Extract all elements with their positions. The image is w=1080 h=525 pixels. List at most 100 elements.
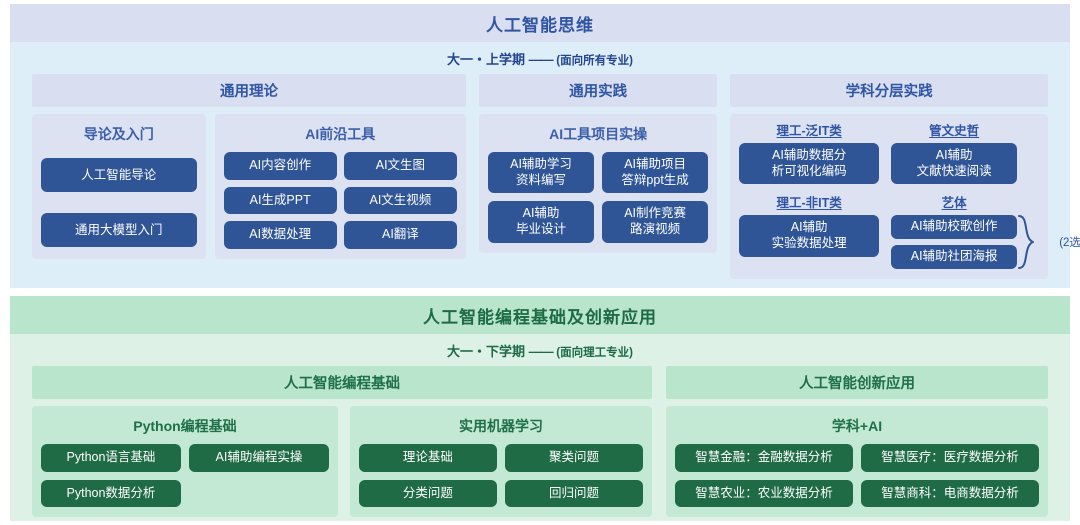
group-ai-frontier-tools: AI前沿工具 AI内容创作 AI文生图 AI生成PPT AI文生视频 AI数据处… bbox=[214, 114, 466, 259]
course-label-line1: AI辅助学习 bbox=[510, 157, 572, 171]
course-chip[interactable]: AI内容创作 bbox=[223, 152, 337, 180]
course-label-line2: 毕业设计 bbox=[516, 221, 567, 236]
semester-label: 大一・下学期 bbox=[447, 344, 526, 359]
group-title-discipline-plus-ai: 学科+AI bbox=[831, 418, 883, 434]
dash-separator: —— bbox=[528, 52, 554, 67]
course-chip[interactable]: AI辅助项目 答辩ppt生成 bbox=[602, 152, 709, 194]
group-title-python-basics: Python编程基础 bbox=[133, 418, 237, 434]
course-label: AI内容创作 bbox=[249, 158, 312, 172]
section-title-ai-thinking: 人工智能思维 bbox=[10, 4, 1070, 42]
course-label: 智慧金融：金融数据分析 bbox=[695, 450, 833, 464]
course-chip[interactable]: 人工智能导论 bbox=[41, 158, 197, 192]
column-header-programming-basics: 人工智能编程基础 bbox=[32, 366, 652, 399]
dash-separator: —— bbox=[528, 344, 554, 359]
course-chip[interactable]: AI制作竞赛 路演视频 bbox=[602, 201, 709, 243]
course-label: 回归问题 bbox=[548, 485, 599, 500]
course-chip[interactable]: Python数据分析 bbox=[41, 479, 181, 508]
section-title-ai-programming: 人工智能编程基础及创新应用 bbox=[10, 296, 1070, 334]
course-label: 分类问题 bbox=[402, 485, 453, 500]
subgroup-label-it: 理工-泛IT类 bbox=[776, 124, 842, 138]
course-chip[interactable]: AI辅助社团海报 bbox=[891, 244, 1018, 269]
course-chip[interactable]: AI辅助 实验数据处理 bbox=[739, 215, 880, 257]
course-label: AI辅助社团海报 bbox=[910, 248, 998, 263]
blue-columns: 通用理论 导论及入门 人工智能导论 通用大模型入门 bbox=[10, 74, 1080, 279]
column-programming-basics: 人工智能编程基础 Python编程基础 Python语言基础 AI辅助编程实操 … bbox=[32, 366, 652, 518]
group-discipline-tiers: 理工-泛IT类 AI辅助数据分 析可视化编码 理工-非IT类 AI辅助 实验数据… bbox=[730, 114, 1080, 279]
course-chip[interactable]: 分类问题 bbox=[358, 479, 497, 508]
course-chip[interactable]: AI翻译 bbox=[343, 221, 457, 249]
arts-choice-group: AI辅助校歌创作 AI辅助社团海报 (2选1 bbox=[891, 214, 1080, 269]
group-title-machine-learning: 实用机器学习 bbox=[458, 418, 543, 434]
course-label: 理论基础 bbox=[402, 450, 453, 464]
course-chip[interactable]: 回归问题 bbox=[504, 479, 643, 508]
subgroup-label-humanities: 管文史哲 bbox=[929, 124, 980, 138]
course-label: AI辅助校歌创作 bbox=[910, 219, 998, 234]
audience-note: (面向所有专业) bbox=[556, 55, 633, 67]
column-innovative-applications: 人工智能创新应用 学科+AI 智慧金融：金融数据分析 智慧医疗：医疗数据分析 智… bbox=[666, 366, 1048, 518]
section-subtitle-ai-programming: 大一・下学期 —— (面向理工专业) bbox=[10, 334, 1070, 366]
course-chip[interactable]: 智慧医疗：医疗数据分析 bbox=[861, 444, 1039, 472]
course-label: 人工智能导论 bbox=[81, 168, 157, 182]
course-label-line2: 文献快速阅读 bbox=[916, 163, 992, 178]
course-label-line2: 析可视化编码 bbox=[771, 163, 847, 178]
course-label-line1: AI辅助数据分 bbox=[772, 148, 847, 162]
course-label: AI生成PPT bbox=[249, 192, 311, 207]
group-machine-learning: 实用机器学习 理论基础 聚类问题 分类问题 回归问题 bbox=[349, 406, 652, 518]
course-label: AI文生图 bbox=[375, 158, 426, 172]
column-header-general-theory: 通用理论 bbox=[32, 74, 466, 107]
course-chip[interactable]: AI文生视频 bbox=[343, 186, 457, 215]
course-chip[interactable]: AI辅助 文献快速阅读 bbox=[891, 143, 1018, 185]
column-discipline-practice: 学科分层实践 理工-泛IT类 AI辅助数据分 析可视化编码 理工-非IT类 bbox=[730, 74, 1080, 279]
column-header-general-practice: 通用实践 bbox=[479, 74, 718, 107]
course-label-line1: AI辅助 bbox=[522, 206, 560, 221]
column-header-discipline-practice: 学科分层实践 bbox=[730, 74, 1048, 107]
course-label-line1: AI辅助项目 bbox=[624, 157, 687, 171]
course-chip[interactable]: 智慧商科：电商数据分析 bbox=[861, 479, 1039, 508]
course-label-line1: AI辅助 bbox=[935, 148, 973, 162]
group-discipline-plus-ai: 学科+AI 智慧金融：金融数据分析 智慧医疗：医疗数据分析 智慧农业：农业数据分… bbox=[666, 406, 1048, 518]
section-subtitle-ai-thinking: 大一・上学期 —— (面向所有专业) bbox=[10, 42, 1070, 74]
group-title-ai-tool-projects: AI工具项目实操 bbox=[549, 126, 648, 142]
course-label: Python数据分析 bbox=[66, 485, 156, 500]
subgroup-label-arts: 艺体 bbox=[941, 196, 967, 211]
course-chip[interactable]: AI辅助编程实操 bbox=[188, 444, 329, 472]
course-chip[interactable]: AI辅助学习 资料编写 bbox=[488, 152, 595, 194]
subgroup-label-nonit: 理工-非IT类 bbox=[776, 196, 842, 211]
course-label: AI翻译 bbox=[381, 227, 419, 242]
course-label: 智慧医疗：医疗数据分析 bbox=[881, 450, 1019, 464]
course-chip[interactable]: 智慧金融：金融数据分析 bbox=[675, 444, 853, 472]
group-title-ai-frontier-tools: AI前沿工具 bbox=[305, 126, 376, 142]
course-label: 聚类问题 bbox=[548, 450, 599, 464]
group-ai-tool-projects: AI工具项目实操 AI辅助学习 资料编写 AI辅助项目 答辩ppt生成 AI辅助 bbox=[479, 114, 718, 253]
course-chip[interactable]: 理论基础 bbox=[358, 444, 497, 472]
section-ai-thinking: 人工智能思维 大一・上学期 —— (面向所有专业) 通用理论 导论及入门 人工智… bbox=[10, 4, 1080, 288]
course-label-line2: 资料编写 bbox=[516, 172, 567, 187]
group-python-basics: Python编程基础 Python语言基础 AI辅助编程实操 Python数据分… bbox=[32, 406, 338, 518]
course-chip[interactable]: AI文生图 bbox=[343, 152, 457, 180]
semester-label: 大一・上学期 bbox=[447, 52, 526, 67]
section-ai-programming: 人工智能编程基础及创新应用 大一・下学期 —— (面向理工专业) 人工智能编程基… bbox=[10, 296, 1070, 521]
course-chip[interactable]: Python语言基础 bbox=[41, 444, 181, 472]
course-chip[interactable]: 通用大模型入门 bbox=[41, 213, 197, 247]
choice-note: (2选1) bbox=[1059, 236, 1080, 249]
course-chip[interactable]: AI生成PPT bbox=[223, 186, 337, 215]
course-chip[interactable]: AI辅助 毕业设计 bbox=[488, 201, 595, 243]
group-title-intro: 导论及入门 bbox=[83, 126, 154, 142]
course-label: AI文生视频 bbox=[369, 192, 432, 207]
course-chip[interactable]: AI数据处理 bbox=[223, 221, 337, 249]
audience-note: (面向理工专业) bbox=[556, 347, 633, 359]
course-chip[interactable]: AI辅助数据分 析可视化编码 bbox=[739, 143, 880, 185]
course-chip[interactable]: 智慧农业：农业数据分析 bbox=[675, 479, 853, 508]
course-chip[interactable]: AI辅助校歌创作 bbox=[891, 215, 1018, 239]
course-label: 通用大模型入门 bbox=[75, 223, 163, 237]
course-label: Python语言基础 bbox=[66, 450, 156, 464]
column-header-innovative-applications: 人工智能创新应用 bbox=[666, 366, 1048, 399]
green-columns: 人工智能编程基础 Python编程基础 Python语言基础 AI辅助编程实操 … bbox=[10, 366, 1070, 518]
course-chip[interactable]: 聚类问题 bbox=[504, 444, 643, 472]
course-label: 智慧农业：农业数据分析 bbox=[695, 485, 833, 500]
group-intro: 导论及入门 人工智能导论 通用大模型入门 bbox=[32, 114, 206, 259]
column-general-practice: 通用实践 AI工具项目实操 AI辅助学习 资料编写 AI辅助项目 答辩ppt生成 bbox=[479, 74, 718, 279]
course-label-line1: AI制作竞赛 bbox=[624, 206, 687, 221]
course-label-line1: AI辅助 bbox=[790, 220, 828, 235]
